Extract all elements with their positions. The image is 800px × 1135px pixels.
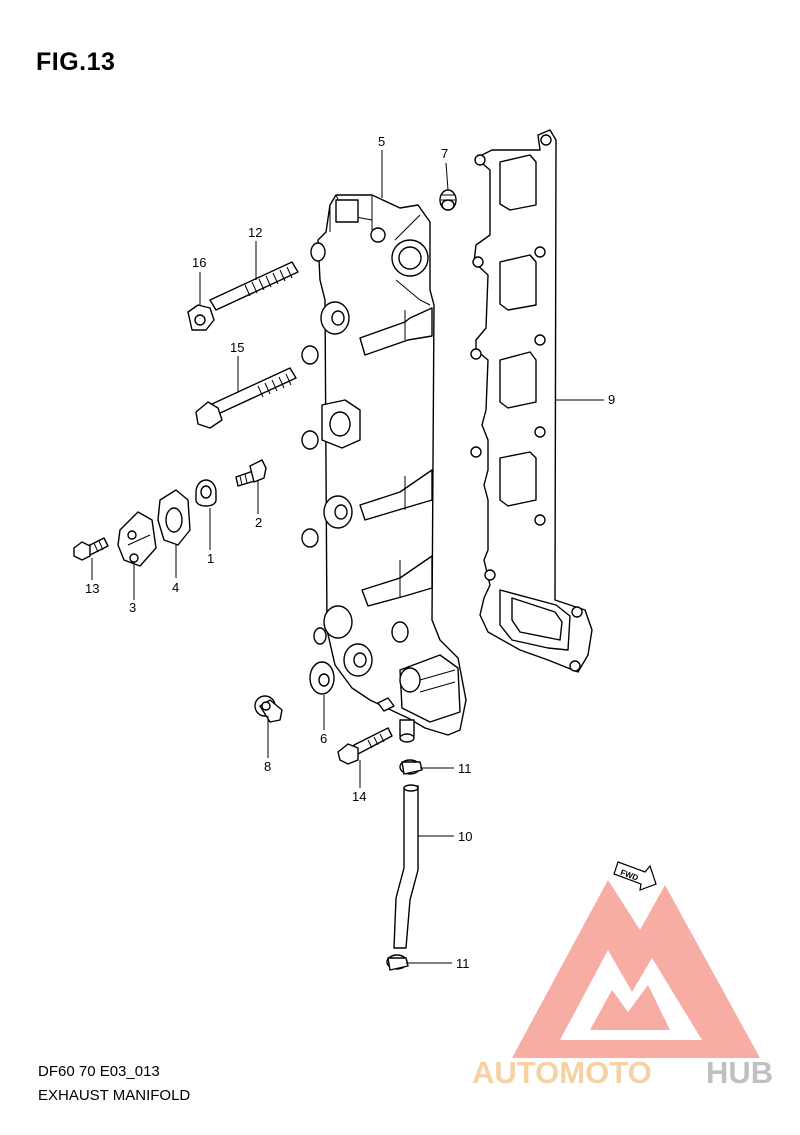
callout-1: 1 xyxy=(207,551,214,566)
gasket-part-4 xyxy=(157,489,191,546)
cover-part-3 xyxy=(117,511,157,567)
collar-part-1 xyxy=(195,479,217,507)
hose-part-10 xyxy=(393,784,419,949)
callout-14: 14 xyxy=(352,789,366,804)
callout-12: 12 xyxy=(248,225,262,240)
clamp-part-11-bottom xyxy=(386,954,409,971)
callout-2: 2 xyxy=(255,515,262,530)
callout-9: 9 xyxy=(608,392,615,407)
callout-10: 10 xyxy=(458,829,472,844)
clamp-part-11-top xyxy=(399,759,423,775)
fwd-arrow-icon: FWD xyxy=(613,861,657,891)
leader-lines xyxy=(91,150,604,964)
stud-part-12 xyxy=(209,261,299,311)
callout-numbers: 5 7 9 12 16 15 2 1 4 3 13 6 8 14 11 10 1… xyxy=(85,134,615,971)
callout-4: 4 xyxy=(172,580,179,595)
callout-15: 15 xyxy=(230,340,244,355)
figure-name: EXHAUST MANIFOLD xyxy=(38,1087,191,1104)
plug-part-8 xyxy=(254,695,283,723)
nut-part-16 xyxy=(187,304,215,331)
callout-11-top: 11 xyxy=(458,761,472,776)
washer-part-6 xyxy=(309,661,335,695)
bolt-part-14 xyxy=(337,727,393,765)
callout-11-bottom: 11 xyxy=(456,956,470,971)
callout-8: 8 xyxy=(264,759,271,774)
callout-3: 3 xyxy=(129,600,136,615)
watermark-text-automoto: AUTOMOTO xyxy=(472,1055,652,1090)
callout-13: 13 xyxy=(85,581,99,596)
callout-7: 7 xyxy=(441,146,448,161)
bolt-part-2 xyxy=(235,459,267,487)
bolt-part-13 xyxy=(73,537,109,561)
gasket-part-9 xyxy=(470,129,593,673)
callout-5: 5 xyxy=(378,134,385,149)
figure-code: DF60 70 E03_013 xyxy=(38,1063,160,1080)
callout-16: 16 xyxy=(192,255,206,270)
figure-title: FIG.13 xyxy=(36,48,116,76)
watermark-logo: AUTOMOTO HUB xyxy=(472,880,773,1090)
exhaust-manifold-part-5 xyxy=(301,194,467,743)
watermark-text-hub: HUB xyxy=(706,1055,773,1090)
plug-part-7 xyxy=(439,189,457,211)
bolt-part-15 xyxy=(195,367,297,429)
callout-6: 6 xyxy=(320,731,327,746)
